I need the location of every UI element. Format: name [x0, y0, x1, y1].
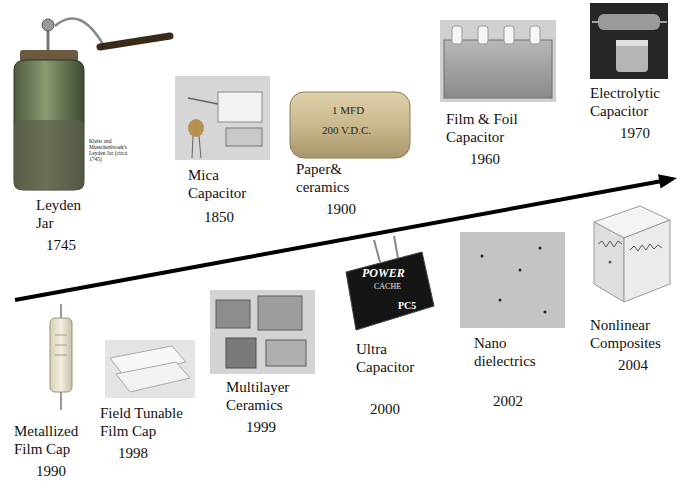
year-label: 2002: [493, 392, 538, 410]
terminal: [530, 26, 540, 44]
printed-marking: 1 MFD: [332, 104, 392, 117]
print-mark: [55, 335, 67, 336]
lead: [199, 136, 201, 158]
item-name: Paper& ceramics: [296, 160, 371, 196]
mica-capacitor-picture: [175, 76, 270, 160]
lead: [192, 136, 193, 158]
year-label: 1960: [470, 150, 515, 168]
paper-cylinder: [290, 92, 410, 158]
print-mark: [55, 345, 67, 346]
box-side: [594, 222, 624, 302]
year-label: 1999: [246, 418, 291, 436]
dot: [609, 261, 612, 264]
jar-foil: [14, 120, 84, 190]
item-name: Multilayer Ceramics: [226, 378, 308, 414]
item-name: Nonlinear Composites: [590, 316, 678, 352]
photo-ground: [460, 232, 565, 328]
year-label: 1745: [46, 236, 91, 254]
lead: [60, 392, 62, 410]
ceramic-chip: [258, 296, 302, 330]
zigzag: [630, 244, 662, 251]
timeline-arrow-shaft: [15, 181, 662, 300]
lead: [592, 21, 598, 23]
year-label: 2004: [618, 356, 663, 374]
item-name: Ultra Capacitor: [356, 340, 428, 376]
lead: [660, 21, 667, 23]
metallized-film-cap-picture: [50, 304, 72, 410]
paper-capacitor-picture: [290, 92, 410, 158]
terminal: [504, 26, 514, 44]
capacitor-body: [598, 14, 660, 30]
year-label: 1900: [326, 200, 371, 218]
lead: [188, 98, 218, 104]
discharger-handle: [100, 36, 170, 47]
ceramic-chip: [266, 340, 306, 366]
mica-block: [218, 92, 262, 122]
nano-particle: [544, 311, 547, 314]
mica-block: [226, 128, 262, 146]
leyden-jar-picture: [14, 18, 170, 190]
film-card: [116, 362, 190, 392]
item-name: Leyden Jar: [36, 196, 94, 232]
item-name: Metallized Film Cap: [14, 422, 94, 458]
electrolytic-capacitor-picture: [590, 3, 668, 79]
photo-ground: [210, 290, 315, 374]
picture-caption: Kleist and Musschenbroek's Leyden Jar (c…: [89, 138, 139, 162]
zigzag: [598, 241, 622, 247]
year-label: 2000: [370, 400, 415, 418]
timeline-arrow-head: [658, 174, 677, 188]
item-name: Field Tunable Film Cap: [100, 404, 206, 440]
nano-texture: [460, 232, 565, 328]
printed-marking: 200 V.D.C.: [322, 124, 406, 137]
jar-body: [14, 60, 84, 190]
year-label: 1998: [118, 444, 163, 462]
ultra-capacitor-body: [346, 252, 434, 330]
capacitor-can: [444, 40, 552, 98]
nano-particle: [499, 299, 502, 302]
printed-marking: PC5: [398, 300, 428, 312]
item-name: Nano dielectrics: [474, 334, 556, 370]
item-name: Electrolytic Capacitor: [590, 84, 678, 120]
lead: [394, 236, 398, 258]
nonlinear-composites-picture: [594, 206, 670, 302]
lead: [374, 240, 380, 262]
print-mark: [55, 355, 67, 356]
item-name: Mica Capacitor: [188, 166, 268, 202]
capacitor-top: [616, 40, 648, 46]
nano-particle: [481, 255, 484, 258]
year-label: 1970: [620, 124, 665, 142]
year-label: 1850: [204, 208, 249, 226]
film-cylinder: [50, 318, 72, 392]
ceramic-chip: [216, 300, 250, 328]
nano-dielectrics-picture: [460, 232, 565, 328]
multilayer-ceramics-picture: [210, 290, 315, 374]
terminal: [478, 26, 488, 44]
item-name: Film & Foil Capacitor: [446, 110, 536, 146]
discharger-wire: [55, 18, 104, 46]
lead: [60, 304, 62, 318]
terminal: [452, 26, 462, 44]
jar-knob: [42, 19, 54, 31]
year-label: 1990: [36, 462, 81, 480]
photo-ground: [175, 76, 270, 160]
capacitor-body: [616, 40, 648, 72]
film-foil-capacitor-picture: [440, 20, 556, 102]
field-tunable-cap-picture: [105, 340, 195, 398]
box-front: [624, 220, 670, 302]
ultra-capacitor-picture: [346, 236, 434, 330]
photo-ground: [105, 340, 195, 398]
nano-particle: [539, 247, 542, 250]
disc-cap: [188, 119, 204, 137]
ceramic-chip: [226, 338, 256, 368]
printed-marking: CACHE: [374, 282, 414, 292]
photo-ground: [440, 20, 556, 102]
printed-marking: POWER: [362, 266, 418, 280]
nano-particle: [519, 269, 522, 272]
photo-ground: [590, 3, 668, 79]
